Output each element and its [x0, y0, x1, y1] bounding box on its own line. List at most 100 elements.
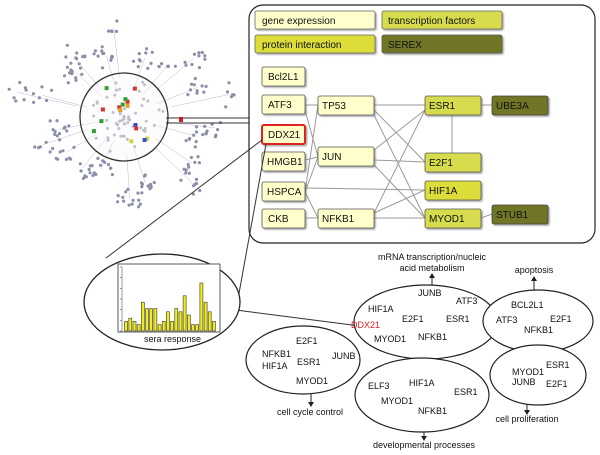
edge-atf3-jun — [304, 109, 319, 158]
thumbnail-node — [106, 138, 110, 142]
node-ddx21-box-highlighted — [261, 124, 306, 145]
node-hmgb1-box — [261, 151, 306, 172]
thumbnail-node — [57, 132, 62, 136]
thumbnail-node — [108, 149, 112, 153]
thumbnail-node — [136, 191, 140, 195]
thumbnail-edge — [155, 57, 195, 91]
thumbnail-node — [112, 133, 116, 137]
thumbnail-node — [190, 62, 194, 67]
thumbnail-node — [184, 168, 188, 172]
thumbnail-node — [179, 178, 183, 182]
thumbnail-node — [127, 115, 131, 119]
edge-hspca-hif1a — [304, 187, 426, 191]
thumbnail-node — [68, 71, 72, 75]
thumbnail-node — [126, 120, 130, 124]
thumbnail-node — [136, 65, 140, 69]
thumbnail-edge — [154, 146, 193, 184]
lens-marker — [129, 139, 134, 144]
gene-nfkb1-developmental: NFKB1 — [418, 406, 447, 416]
node-tp53: TP53 — [322, 101, 346, 112]
thumbnail-node — [106, 162, 110, 167]
thumbnail-edge — [75, 72, 103, 98]
thumbnail-node — [137, 52, 141, 56]
node-hif1a: HIF1A — [429, 186, 458, 197]
thumbnail-node — [78, 66, 83, 70]
node-ckb-box — [261, 208, 306, 229]
thumbnail-node — [62, 126, 66, 130]
thumbnail-node — [173, 64, 177, 68]
cluster-developmental-processes: ELF3 HIF1A MYOD1 ESR1 NFKB1 developmenta… — [354, 357, 490, 450]
thumbnail-node — [193, 160, 197, 164]
thumbnail-node — [193, 76, 197, 81]
thumbnail-node — [139, 126, 142, 130]
thumbnail-node — [224, 105, 228, 109]
thumbnail-node — [44, 140, 48, 144]
thumbnail-node — [134, 111, 137, 115]
thumbnail-node — [192, 133, 196, 137]
sera-bar — [145, 308, 149, 332]
thumbnail-node — [101, 51, 105, 56]
thumbnail-node — [92, 114, 96, 118]
thumbnail-node — [96, 54, 100, 58]
thumbnail-node — [65, 43, 69, 47]
thumbnail-node — [137, 89, 141, 93]
thumbnail-node — [186, 93, 190, 97]
node-esr1: ESR1 — [429, 101, 456, 112]
thumbnail-node — [143, 174, 147, 178]
thumbnail-node — [194, 140, 198, 144]
thumbnail-node — [140, 185, 144, 189]
gene-hif1a-developmental: HIF1A — [409, 378, 435, 388]
thumbnail-node — [109, 166, 113, 170]
thumbnail-node — [133, 145, 137, 149]
gene-atf3: ATF3 — [456, 296, 477, 306]
gene-bcl2l1: BCL2L1 — [511, 300, 544, 310]
thumbnail-node — [14, 99, 18, 103]
thumbnail-node — [188, 136, 192, 141]
sera-bar — [199, 282, 204, 332]
thumbnail-node — [79, 169, 83, 173]
node-bcl2l1-box — [261, 66, 306, 87]
sera-bar — [174, 308, 179, 332]
thumbnail-node — [187, 165, 191, 169]
sera-bar — [195, 324, 199, 332]
edge-hmgb1-jun — [304, 156, 319, 161]
gene-myod1-developmental: MYOD1 — [381, 396, 413, 406]
thumbnail-node — [65, 65, 69, 69]
sera-bar — [203, 301, 208, 332]
lens-marker — [133, 123, 138, 127]
cluster-developmental-title: developmental processes — [373, 440, 476, 450]
thumbnail-node — [48, 150, 52, 154]
network-overview-thumbnail — [7, 19, 236, 209]
node-tp53-box — [317, 95, 375, 116]
legend-serex: SEREX — [388, 40, 422, 51]
node-jun: JUN — [322, 152, 341, 163]
thumbnail-node — [137, 205, 141, 209]
gene-ddx21-highlighted: DDX21 — [351, 320, 380, 330]
lens-marker — [120, 102, 125, 107]
sera-bar — [124, 321, 128, 332]
thumbnail-edge — [106, 55, 117, 90]
thumbnail-edge — [100, 140, 114, 169]
thumbnail-node — [187, 171, 191, 175]
node-stub1: STUB1 — [496, 210, 529, 221]
thumbnail-node — [94, 136, 98, 140]
thumbnail-node — [67, 124, 71, 128]
thumbnail-node — [115, 19, 119, 23]
network-edges — [304, 104, 493, 219]
node-myod1: MYOD1 — [429, 214, 465, 225]
cluster-apoptosis: apoptosis BCL2L1 ATF3 E2F1 NFKB1 — [482, 265, 594, 353]
thumbnail-node — [183, 60, 187, 64]
thumbnail-node — [144, 51, 148, 55]
thumbnail-node — [114, 88, 118, 92]
thumbnail-node — [101, 66, 105, 70]
sera-bar — [132, 321, 137, 332]
thumbnail-node — [81, 176, 86, 180]
lens-marker — [100, 107, 105, 112]
thumbnail-node — [100, 49, 104, 53]
lens-colored-markers — [91, 86, 150, 144]
thumbnail-node — [214, 133, 218, 137]
gene-e2f1-cellcycle: E2F1 — [296, 336, 318, 346]
edge-hspca-jun — [304, 156, 319, 193]
thumbnail-node — [225, 90, 230, 94]
